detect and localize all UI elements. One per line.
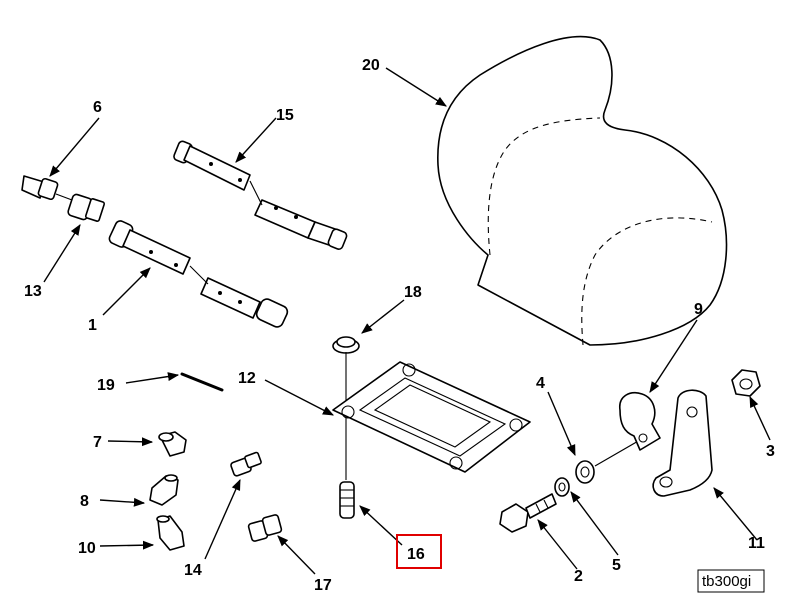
hose-assembly-part-1: [21, 175, 289, 328]
gasket-part-12: [332, 361, 531, 473]
elbow-fitting-part-10: [156, 515, 185, 551]
bolt-part-2: [499, 493, 557, 533]
elbow-fitting-part-8: [149, 474, 179, 506]
callout-11: 11: [748, 535, 765, 552]
callout-10: 10: [78, 540, 96, 557]
lock-washer-part-5: [554, 477, 570, 497]
bracket-part-11: [652, 389, 713, 497]
leader-lines: [43, 67, 771, 575]
elbow-fitting-part-7: [158, 431, 187, 457]
callout-14: 14: [184, 562, 202, 579]
nut-part-18: [332, 336, 360, 480]
callout-1: 1: [88, 317, 97, 334]
callout-19: 19: [97, 377, 115, 394]
reference-code-box: tb300gi: [697, 569, 765, 593]
pin-part-19: [180, 372, 224, 392]
callout-7: 7: [93, 434, 102, 451]
callout-15: 15: [276, 107, 294, 124]
fitting-part-17: [247, 514, 283, 542]
callout-2: 2: [574, 568, 583, 585]
callout-20: 20: [362, 57, 380, 74]
hose-part-15: [173, 140, 348, 250]
callout-8: 8: [80, 493, 89, 510]
stud-part-16: [339, 481, 355, 519]
callout-3: 3: [766, 443, 775, 460]
callout-4: 4: [536, 375, 545, 392]
callout-6: 6: [93, 99, 102, 116]
axis-line: [594, 439, 641, 467]
turbo-housing-part-20: [437, 35, 728, 346]
callout-13: 13: [24, 283, 42, 300]
callout-18: 18: [404, 284, 422, 301]
reference-code: tb300gi: [702, 573, 751, 590]
callout-17: 17: [314, 577, 332, 594]
callout-labels: 20 6 15 13 1 18 9 19 12 4 7 3 8 10 14 17…: [24, 57, 775, 594]
clamp-part-9: [619, 392, 661, 451]
flat-washer-part-4: [575, 460, 595, 484]
nut-part-3: [731, 369, 761, 397]
callout-9: 9: [694, 301, 703, 318]
callout-16: 16: [407, 546, 425, 563]
callout-16-highlight-box: [396, 534, 442, 569]
callout-12: 12: [238, 370, 256, 387]
fitting-part-14: [230, 451, 262, 477]
callout-5: 5: [612, 557, 621, 574]
